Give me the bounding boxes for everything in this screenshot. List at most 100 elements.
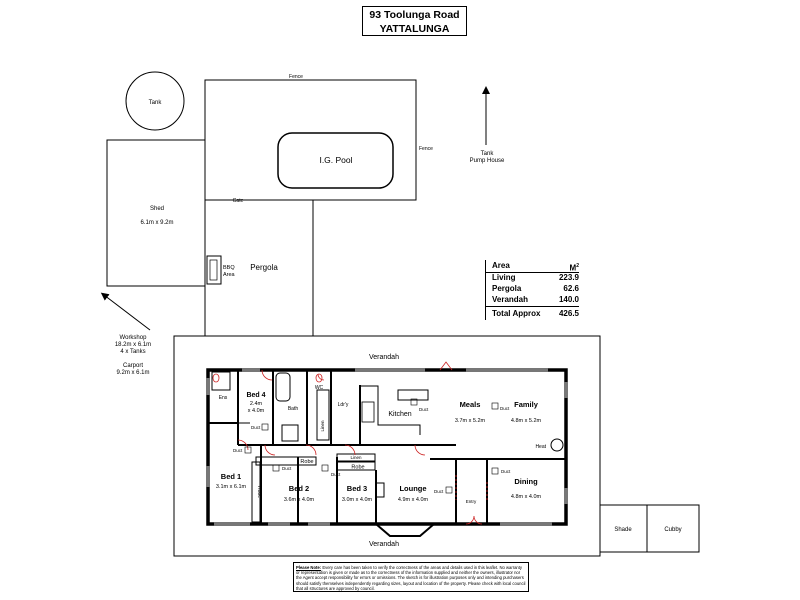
carport-size: 9.2m x 6.1m	[116, 370, 149, 376]
family-size: 4.8m x 5.2m	[511, 418, 542, 424]
carport-label: Carport	[123, 363, 143, 369]
tank-shape	[125, 71, 185, 131]
tank-label: Tank	[149, 100, 163, 106]
disclaimer-heading: Please Note:	[296, 565, 322, 570]
robe-label: Robe	[300, 459, 313, 465]
area-row-value: 62.6	[563, 284, 579, 293]
bath-label: Bath	[288, 406, 299, 412]
fence-line	[204, 79, 417, 201]
pool-shape	[277, 132, 394, 189]
bbq-inner	[209, 259, 218, 281]
bed2-label: Bed 2	[289, 484, 309, 493]
cooktop	[397, 389, 429, 401]
robe2-label: Robe	[351, 465, 364, 471]
door	[439, 361, 453, 371]
heater	[550, 438, 564, 452]
duct-label: Duct	[434, 489, 444, 494]
bbq-shape	[206, 255, 222, 285]
fireplace	[375, 482, 385, 498]
duct-label: Duct	[501, 469, 511, 474]
pergola-label: Pergola	[250, 263, 278, 272]
robe-bed2	[255, 456, 317, 466]
workshop-arrow	[100, 292, 151, 331]
workshop-label: Workshop	[120, 335, 148, 341]
entry-label: Entry	[466, 499, 477, 504]
duct-icon	[321, 464, 329, 472]
door	[237, 439, 249, 451]
bed4-size-2: x 4.0m	[248, 408, 265, 414]
linen-cupboard	[336, 453, 376, 462]
heat-label: Heat	[535, 444, 546, 450]
bed2-size: 3.6m x 4.0m	[284, 497, 315, 503]
lounge-bay	[375, 523, 435, 537]
area-table: Area M2 Living 223.9 Pergola 62.6 Verandah…	[480, 260, 579, 320]
linen-vertical-label: Linen	[320, 420, 325, 432]
duct-icon	[410, 398, 418, 406]
bbq-label-1: BBQ	[223, 265, 235, 271]
robe-vertical-label: Robe	[256, 486, 262, 498]
area-header-unit: M2	[569, 260, 579, 273]
ducts: Duct Duct Duct Duct Duct Duct Duct Duct	[233, 398, 511, 494]
linen-label: Linen	[350, 455, 362, 460]
area-total-value: 426.5	[558, 309, 579, 318]
area-unit: M	[569, 263, 577, 273]
shower	[211, 371, 231, 391]
verandah-top-label: Verandah	[369, 354, 399, 361]
verandah-boundary	[173, 335, 601, 557]
pool-label: I.G. Pool	[319, 155, 352, 165]
duct-icon	[272, 464, 280, 472]
robe-bed3	[336, 461, 376, 471]
pump-house-label: Pump House	[470, 158, 505, 164]
shade-label: Shade	[614, 527, 632, 533]
bbq-label-2: Area	[223, 272, 236, 278]
area-row-label: Living	[492, 273, 516, 282]
duct-icon	[244, 446, 252, 454]
duct-label: Duct	[233, 448, 243, 453]
bath-shower	[281, 424, 299, 442]
area-row: Pergola 62.6	[480, 283, 579, 294]
table-rule	[485, 260, 486, 320]
door	[264, 444, 276, 456]
title-address: 93 Toolunga Road	[369, 9, 460, 21]
ens-label: Ens	[219, 395, 228, 401]
bed1-label: Bed 1	[221, 472, 241, 481]
area-unit-sup: 2	[576, 263, 579, 269]
robe-bed1	[251, 461, 261, 523]
family-label: Family	[514, 400, 539, 409]
bed4-label: Bed 4	[246, 392, 265, 399]
title-box: 93 Toolunga Road YATTALUNGA	[362, 6, 467, 36]
area-table-header: Area M2	[480, 260, 579, 273]
area-row-value: 223.9	[558, 273, 579, 282]
cubby-label: Cubby	[664, 527, 681, 533]
area-row: Living 223.9	[480, 272, 579, 283]
laundry-label: Ldr'y	[338, 402, 349, 408]
wc-label: WC	[315, 385, 324, 391]
shed-shape	[106, 139, 206, 287]
sink	[361, 401, 375, 423]
tank-pump-label: Tank	[481, 151, 495, 157]
workshop-size: 18.2m x 6.1m	[115, 342, 151, 348]
disclaimer-text: Every care has been taken to verify the …	[296, 565, 526, 591]
area-header-label: Area	[492, 261, 510, 270]
linen-vertical	[316, 389, 330, 441]
duct-label: Duct	[419, 407, 429, 412]
toilet-wc	[315, 373, 323, 383]
room-labels: Ens Bed 4 2.4m x 4.0m Bath WC Ldr'y Line…	[216, 385, 547, 504]
bed1-size: 3.1m x 6.1m	[216, 484, 247, 490]
door	[414, 444, 426, 456]
area-row-label: Pergola	[492, 284, 522, 293]
lounge-label: Lounge	[399, 484, 426, 493]
door	[261, 369, 273, 381]
area-row-label: Verandah	[492, 295, 529, 304]
kitchen-label: Kitchen	[388, 411, 411, 418]
bed4-size-1: 2.4m	[250, 401, 263, 407]
meals-size: 3.7m x 5.2m	[455, 418, 486, 424]
bed3-size: 3.0m x 4.0m	[342, 497, 373, 503]
workshop-tanks: 4 x Tanks	[120, 349, 145, 355]
meals-label: Meals	[460, 400, 481, 409]
fence-label-top: Fence	[289, 74, 303, 80]
duct-icon	[261, 423, 269, 431]
